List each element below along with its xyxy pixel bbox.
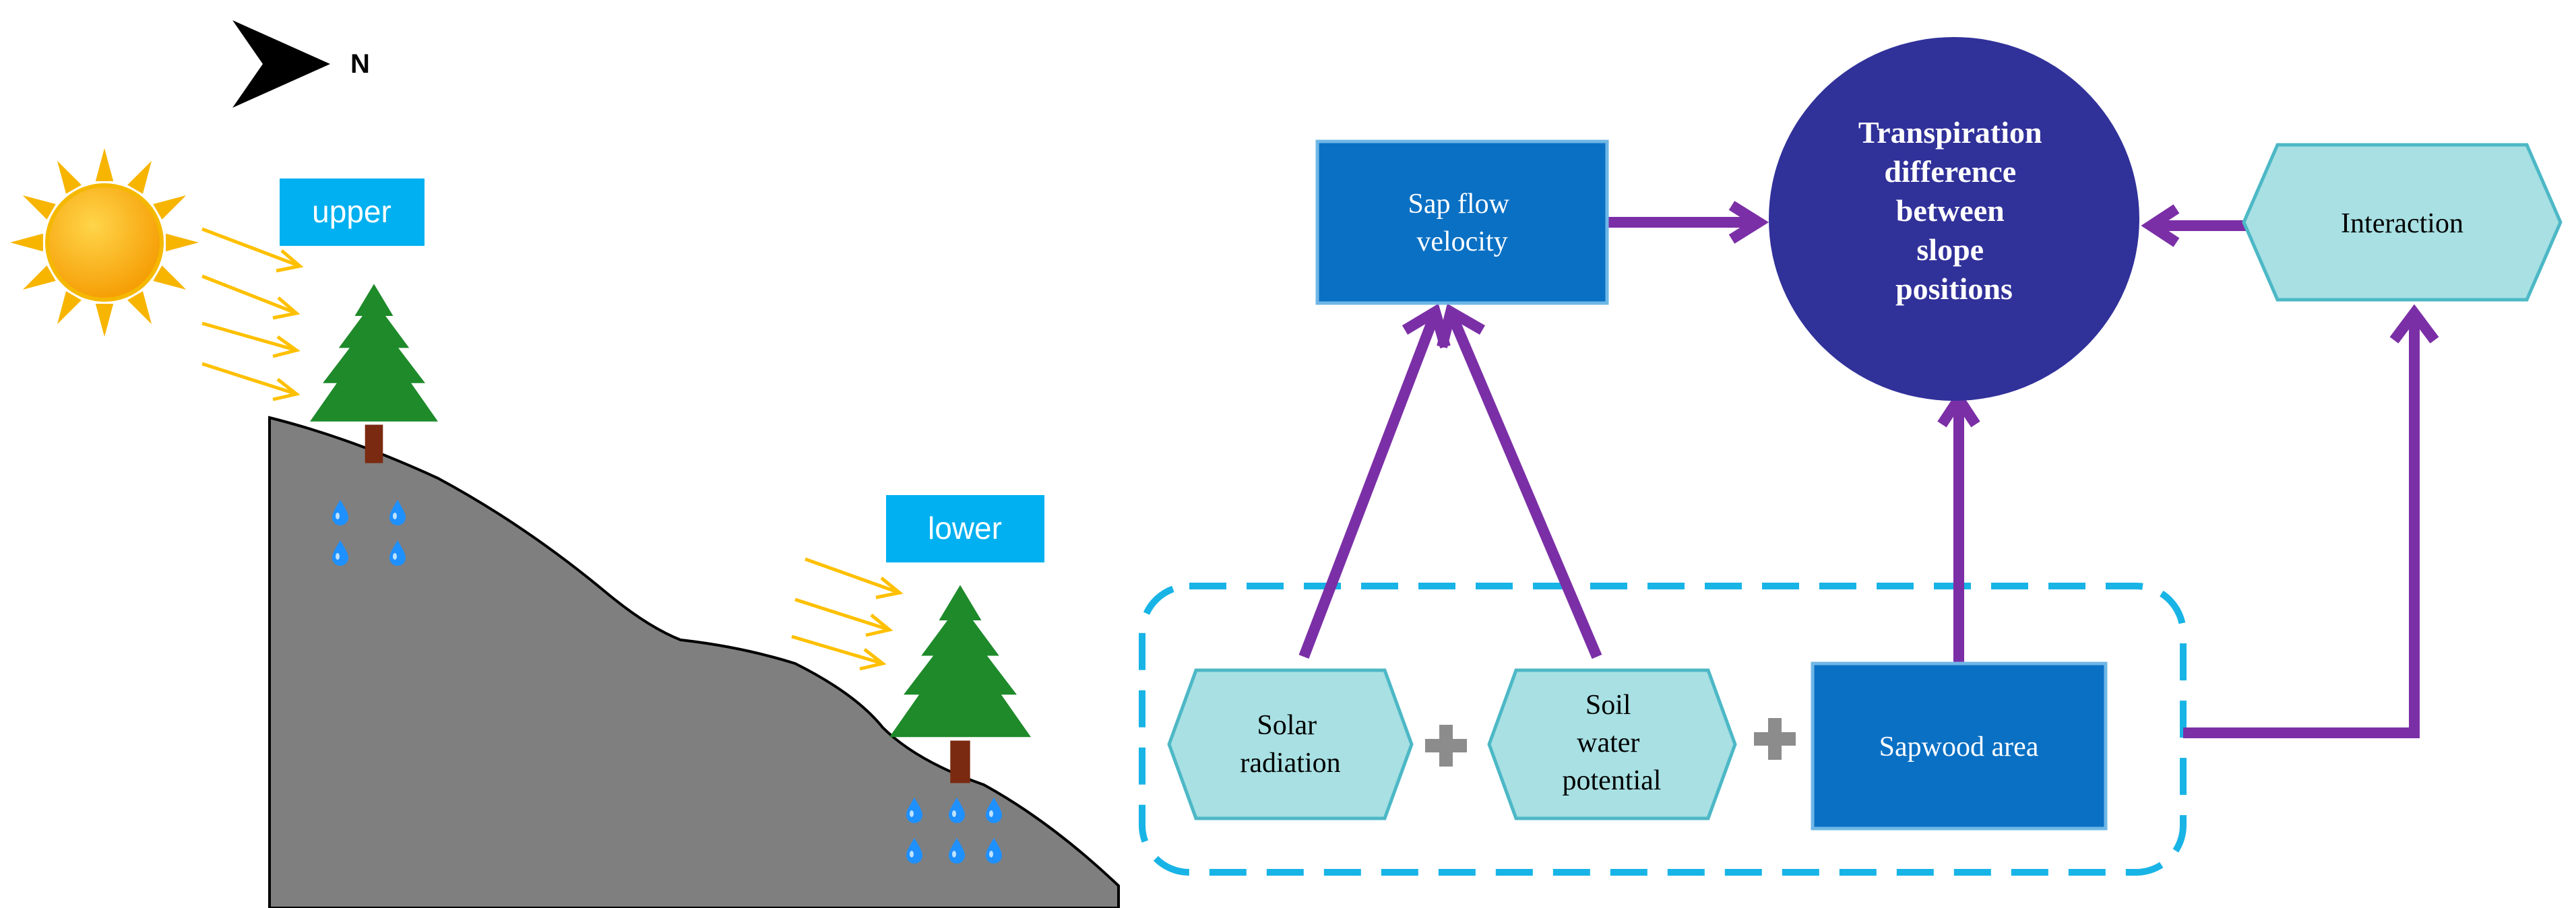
sun-ray-icon xyxy=(153,265,187,290)
transpiration-line-5: positions xyxy=(1895,271,2013,306)
plus-icon xyxy=(1425,725,1467,767)
plus-icon xyxy=(1754,718,1796,760)
svg-text:Soil water potenti: Soil water potential xyxy=(1563,690,1662,796)
node-transpiration-difference: Transpiration difference between slope p… xyxy=(1769,37,2139,401)
arrow-interaction-to-transpiration xyxy=(2141,204,2247,247)
sun-ray-icon xyxy=(22,265,56,290)
soil-line-2: water xyxy=(1577,727,1639,758)
sap-flow-line-1: Sap flow xyxy=(1408,189,1510,220)
sun-ray-icon xyxy=(95,304,114,337)
svg-text:Transpiration difference: Transpiration difference between slope p… xyxy=(1858,115,2050,306)
sun-icon xyxy=(10,148,199,337)
sunlight-rays-lower-icon xyxy=(791,557,904,671)
sun-ray-icon xyxy=(127,160,152,194)
transpiration-line-1: Transpiration xyxy=(1858,115,2042,150)
transpiration-line-3: between xyxy=(1896,193,2005,228)
solar-line-2: radiation xyxy=(1240,748,1340,779)
sun-ray-icon xyxy=(153,195,187,220)
interaction-text: Interaction xyxy=(2341,208,2463,239)
lower-label-text: lower xyxy=(928,511,1002,546)
sun-ray-icon xyxy=(22,195,56,220)
soil-line-1: Soil xyxy=(1585,690,1631,721)
arrow-solar-to-sapflow xyxy=(1298,303,1451,659)
arrow-sapflow-to-transpiration xyxy=(1607,201,1769,244)
hillside xyxy=(268,416,1120,908)
solar-line-1: Solar xyxy=(1257,710,1317,741)
north-arrow-icon xyxy=(232,20,330,108)
sap-flow-line-2: velocity xyxy=(1416,226,1507,257)
sun-ray-icon xyxy=(57,160,82,194)
sapwood-text: Sapwood area xyxy=(1879,732,2039,763)
svg-text:Sap flow velocity: Sap flow velocity xyxy=(1408,189,1517,257)
svg-text:Solar radiation: Solar radiation xyxy=(1240,710,1340,779)
compass-label: N xyxy=(350,49,370,79)
sunlight-rays-upper-icon xyxy=(201,227,304,401)
soil-line-3: potential xyxy=(1563,765,1662,796)
transpiration-line-2: difference xyxy=(1884,154,2016,189)
transpiration-line-4: slope xyxy=(1916,232,1984,267)
upper-label: upper xyxy=(280,179,425,246)
arrow-group-to-interaction xyxy=(2183,304,2439,738)
sun-ray-icon xyxy=(10,233,43,252)
arrow-soil-to-sapflow xyxy=(1437,303,1602,659)
sun-ray-icon xyxy=(127,291,152,325)
node-solar-radiation: Solar radiation xyxy=(1167,668,1414,820)
upper-label-text: upper xyxy=(312,194,391,229)
arrow-sapwood-to-transpiration xyxy=(1937,389,1980,663)
sun-ray-icon xyxy=(57,291,82,325)
node-sap-flow-velocity: Sap flow velocity xyxy=(1315,139,1609,305)
node-soil-water-potential: Soil water potential xyxy=(1487,668,1737,820)
node-sapwood-area: Sapwood area xyxy=(1811,661,2108,831)
flow-arrows xyxy=(1298,201,2439,738)
sun-ray-icon xyxy=(166,233,199,252)
lower-label: lower xyxy=(886,495,1044,562)
sun-ray-icon xyxy=(95,148,114,181)
node-interaction: Interaction xyxy=(2242,143,2563,302)
